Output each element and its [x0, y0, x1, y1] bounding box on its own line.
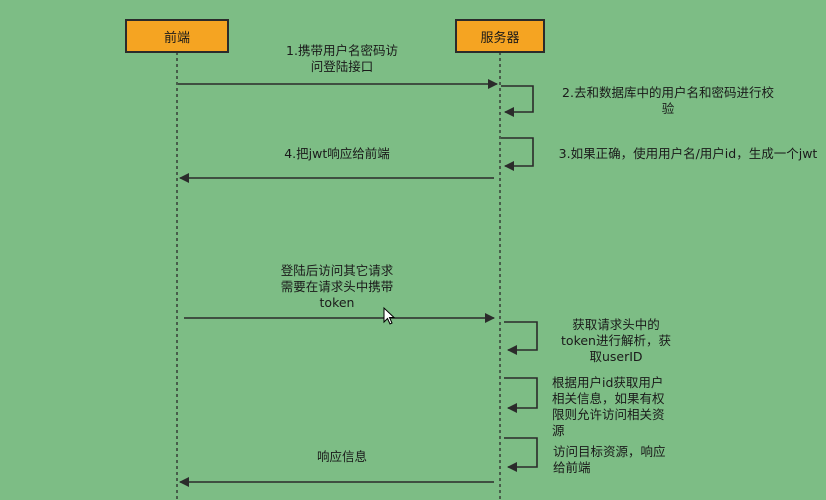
- message-response-label: 响应信息: [316, 449, 367, 464]
- actor-server-label: 服务器: [480, 30, 520, 46]
- actor-frontend: 前端: [125, 19, 229, 53]
- self-arrow-generate-jwt: [501, 137, 534, 171]
- message-parse-token-label: 获取请求头中的 token进行解析，获 取userID: [561, 317, 671, 364]
- message-get-user-info-label: 根据用户id获取用户 相关信息，如果有权 限则允许访问相关资 源: [552, 375, 665, 438]
- mouse-cursor-icon: [383, 306, 396, 325]
- self-arrow-parse-token: [504, 321, 538, 355]
- message-return-jwt-label: 4.把jwt响应给前端: [284, 146, 390, 161]
- self-arrow-validate: [501, 85, 534, 117]
- actor-server: 服务器: [455, 19, 545, 53]
- actor-frontend-label: 前端: [163, 30, 190, 46]
- message-login-request-label: 1.携带用户名密码访 问登陆接口: [286, 43, 398, 74]
- message-access-resource-label: 访问目标资源，响应 给前端: [553, 444, 666, 475]
- message-generate-jwt-label: 3.如果正确，使用用户名/用户id，生成一个jwt: [558, 146, 818, 161]
- message-validate-label: 2.去和数据库中的用户名和密码进行校 验: [562, 85, 774, 116]
- message-request-with-token-label: 登陆后访问其它请求 需要在请求头中携带 token: [280, 263, 394, 310]
- self-arrow-access-resource: [504, 437, 538, 472]
- self-arrow-get-user-info: [504, 377, 538, 413]
